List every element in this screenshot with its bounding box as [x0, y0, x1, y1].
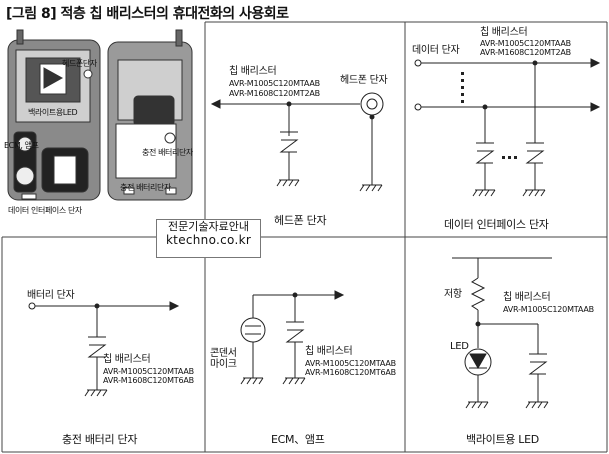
varistor-symbol [475, 142, 495, 190]
ellipsis-dots [461, 72, 517, 159]
headphone-jack-icon [360, 92, 384, 116]
led-caption: 백라이트용 LED [466, 433, 539, 446]
data-circuit [414, 58, 601, 197]
ecm-circuit [240, 290, 345, 385]
ecm-part-2: AVR-M1608C120MT6AB [305, 368, 396, 377]
data-caption: 데이터 인터페이스 단자 [444, 218, 549, 231]
arrow-icon [169, 301, 180, 311]
ground-symbol [522, 189, 546, 197]
phone-label-headphone: 헤드폰단자 [62, 59, 97, 68]
headphone-terminal-label: 헤드폰 단자 [340, 75, 388, 86]
led-label: LED [450, 341, 469, 352]
led-part-1: AVR-M1005C120MTAAB [503, 305, 594, 314]
led-resistor-label: 저항 [444, 289, 462, 300]
phone-label-backlight: 백라이트용LED [28, 108, 78, 117]
data-terminal-label: 데이터 단자 [412, 45, 460, 56]
varistor-symbol [279, 131, 299, 180]
varistor-symbol [525, 142, 545, 190]
ecm-caption: ECM、앰프 [271, 433, 325, 446]
microphone-icon [240, 317, 266, 343]
battery-caption: 충전 배터리 단자 [62, 433, 138, 446]
varistor-symbol [528, 353, 548, 402]
battery-chip-label: 칩 배리스터 [103, 354, 151, 365]
arrow-icon [210, 99, 221, 109]
phone-label-data: 데이터 인터페이스 단자 [8, 206, 82, 215]
headphone-part-2: AVR-M1608C120MT2AB [229, 89, 320, 98]
watermark-line-2: ktechno.co.kr [165, 233, 252, 247]
watermark: 전문기술자료안내 ktechno.co.kr [156, 219, 261, 258]
varistor-symbol [285, 321, 305, 378]
headphone-caption: 헤드폰 단자 [274, 214, 327, 227]
data-part-1: AVR-M1005C120MTAAB [480, 39, 571, 48]
resistor-symbol [470, 277, 486, 311]
ground-symbol [84, 389, 108, 397]
watermark-line-1: 전문기술자료안내 [168, 220, 249, 233]
phone-label-charge-battery: 충전 배터리단자 [142, 148, 193, 157]
phone-front [7, 29, 101, 201]
ground-symbol [472, 189, 496, 197]
phone-label-charge: 충전 배터리단자 [120, 183, 171, 192]
led-circuit [452, 257, 552, 409]
phone-label-ecm: ECM, 앰프 [4, 141, 39, 150]
ground-symbol [282, 377, 306, 385]
led-chip-label: 칩 배리스터 [503, 292, 551, 303]
arrow-icon [590, 102, 601, 112]
battery-circuit [28, 301, 180, 397]
battery-terminal-label: 배터리 단자 [27, 290, 75, 301]
ecm-chip-label: 칩 배리스터 [305, 346, 353, 357]
phone-back [107, 29, 193, 201]
ground-symbol [525, 401, 549, 409]
figure-title: [그림 8] 적층 칩 배리스터의 휴대전화의 사용회로 [6, 6, 289, 22]
ground-symbol [276, 179, 300, 187]
arrow-icon [334, 290, 345, 300]
data-part-2: AVR-M1608C120MT2AB [480, 48, 571, 57]
battery-part-2: AVR-M1608C120MT6AB [103, 376, 194, 385]
ground-symbol [359, 184, 383, 192]
ecm-part-1: AVR-M1005C120MTAAB [305, 359, 396, 368]
varistor-symbol [87, 336, 107, 390]
headphone-circuit [210, 92, 384, 192]
ecm-mic-label: 콘덴서 마이크 [210, 348, 237, 370]
ground-symbol [465, 401, 489, 409]
headphone-part-1: AVR-M1005C120MTAAB [229, 79, 320, 88]
headphone-chip-label: 칩 배리스터 [229, 66, 277, 77]
ground-symbol [240, 377, 264, 385]
battery-part-1: AVR-M1005C120MTAAB [103, 367, 194, 376]
arrow-icon [590, 58, 601, 68]
data-chip-label: 칩 배리스터 [480, 27, 528, 38]
